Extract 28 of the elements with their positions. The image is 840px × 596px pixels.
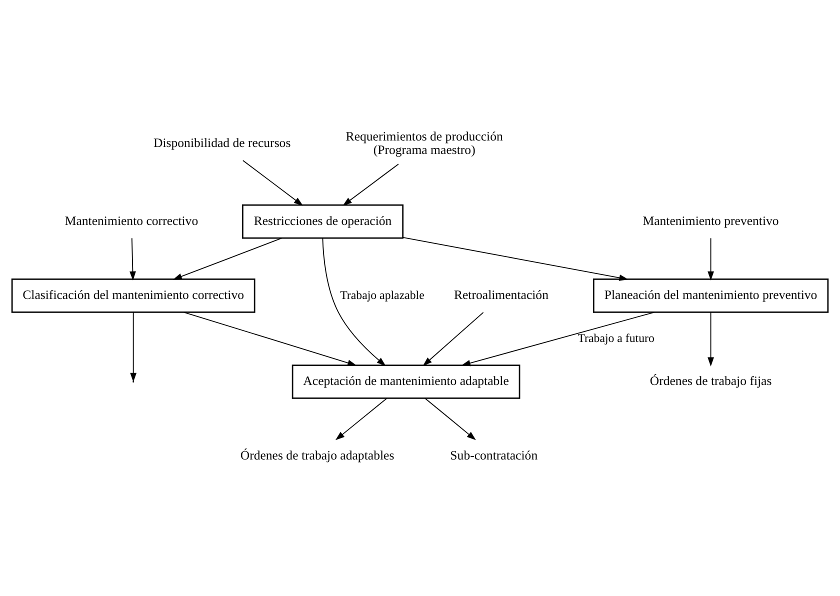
edge-label: Trabajo a futuro bbox=[578, 330, 654, 345]
arrow bbox=[342, 164, 399, 206]
arrow bbox=[422, 312, 484, 366]
node-box: Planeación del mantenimiento preventivo bbox=[592, 278, 829, 313]
arrow bbox=[461, 312, 655, 366]
arrow bbox=[184, 312, 357, 366]
node-text: Órdenes de trabajo adaptables bbox=[240, 448, 394, 462]
node-text: Mantenimiento correctivo bbox=[64, 214, 198, 228]
arrow bbox=[424, 398, 476, 440]
arrow bbox=[130, 238, 136, 281]
arrow bbox=[322, 238, 386, 366]
node-text: Sub-contratación bbox=[450, 448, 538, 462]
arrow bbox=[402, 236, 628, 281]
node-box: Restricciones de operación bbox=[242, 204, 404, 239]
node-box: Clasificación del mantenimiento correctivo bbox=[11, 278, 256, 313]
edge-label: Trabajo aplazable bbox=[340, 288, 424, 302]
arrow bbox=[242, 160, 304, 206]
node-text: Mantenimiento preventivo bbox=[642, 214, 779, 228]
node-text: Requerimientos de producción (Programa maestro) bbox=[346, 129, 503, 158]
arrow bbox=[708, 238, 714, 281]
node-text: Órdenes de trabajo fijas bbox=[650, 374, 772, 388]
arrow bbox=[708, 312, 714, 366]
arrow bbox=[130, 312, 137, 382]
node-text: Retroalimentación bbox=[454, 288, 548, 302]
arrow bbox=[172, 238, 282, 280]
node-box: Aceptación de mantenimiento adaptable bbox=[292, 364, 520, 399]
node-text: Disponibilidad de recursos bbox=[154, 136, 291, 150]
arrow bbox=[335, 398, 388, 440]
